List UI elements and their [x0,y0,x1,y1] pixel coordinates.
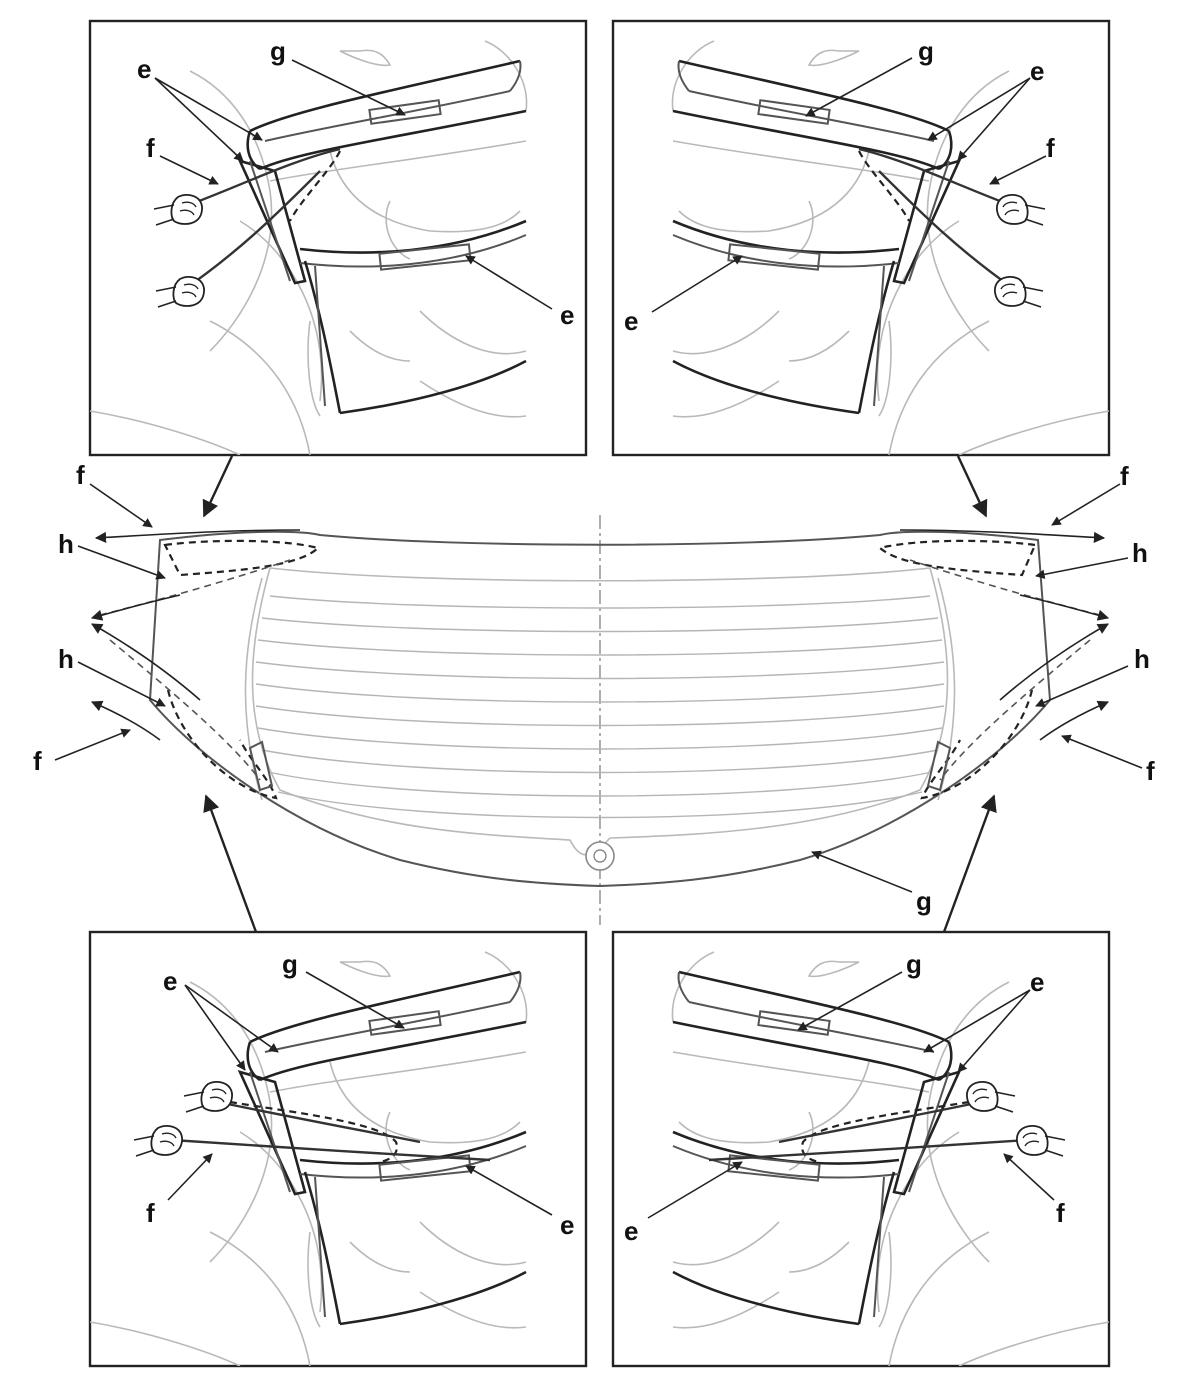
callout-h: h [1132,538,1148,568]
callout-e: e [137,54,151,84]
inset-top-left: e f g e [88,19,588,457]
callout-g: g [916,886,932,916]
tailgate-glass-main [99,515,1101,925]
callout-h: h [1134,644,1150,674]
callout-f: f [76,460,85,490]
callout-f: f [146,1198,155,1228]
inset-connector-arrows [202,455,997,933]
callout-f: f [1056,1198,1065,1228]
callout-g: g [918,36,934,66]
callout-e: e [624,306,638,336]
callout-g: g [282,949,298,979]
callout-e: e [1030,56,1044,86]
callout-f: f [33,746,42,776]
callout-f: f [1120,461,1129,491]
defroster-grid [255,595,945,819]
inset-bottom-right: e f g e [611,930,1111,1368]
inset-bottom-left: e f g e [88,930,588,1368]
callout-h: h [58,529,74,559]
callout-h: h [58,644,74,674]
callout-f: f [1146,756,1155,786]
callout-e: e [163,966,177,996]
callout-e: e [624,1216,638,1246]
center-callouts: f h h f f h h f g [33,460,1155,916]
callout-e: e [560,1210,574,1240]
wire-direction-arrows [90,529,1110,741]
callout-f: f [146,133,155,163]
inset-top-right: e f g e [611,19,1111,457]
callout-g: g [906,949,922,979]
callout-e: e [1030,967,1044,997]
callout-f: f [1046,133,1055,163]
callout-g: g [270,36,286,66]
callout-e: e [560,300,574,330]
